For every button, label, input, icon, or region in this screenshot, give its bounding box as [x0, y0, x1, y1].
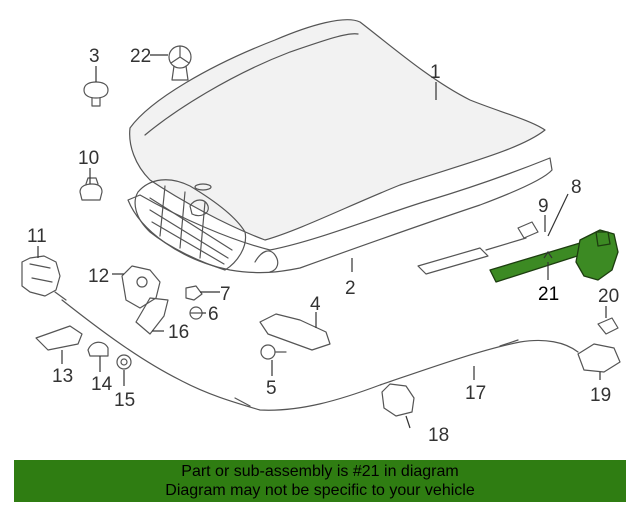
- fastener-6: [189, 306, 203, 320]
- info-banner: Part or sub-assembly is #21 in diagram D…: [14, 460, 626, 502]
- star-emblem: [168, 45, 192, 81]
- callout-9: 9: [538, 196, 549, 217]
- fastener-7: [185, 285, 203, 301]
- callout-14: 14: [91, 374, 113, 395]
- hood-hinge-highlighted: [489, 229, 619, 283]
- latch-bracket: [121, 265, 161, 309]
- grille: [134, 179, 247, 271]
- callout-13: 13: [52, 366, 73, 387]
- gas-strut: [417, 221, 539, 275]
- callout-18: 18: [428, 425, 449, 446]
- callout-22: 22: [130, 46, 151, 67]
- hood-panel: [127, 19, 553, 274]
- bumper-5: [260, 344, 287, 360]
- bracket-plate: [135, 297, 169, 335]
- hood-latch: [21, 255, 67, 301]
- callout-20: 20: [598, 286, 619, 307]
- callout-10: 10: [78, 148, 99, 169]
- lever-13: [35, 325, 83, 351]
- callout-3: 3: [89, 46, 100, 67]
- callout-21: 21: [538, 284, 559, 305]
- callout-5: 5: [266, 378, 277, 399]
- hood-parts-diagram: 1 2 3 4 5 6 7 8 9 10 11 12 13 14 15 16 1…: [21, 19, 621, 446]
- callout-19: 19: [590, 385, 611, 406]
- clip-15: [116, 354, 132, 370]
- callout-11: 11: [27, 226, 47, 247]
- callout-8: 8: [571, 177, 582, 198]
- clip-part: [83, 81, 109, 107]
- callout-1: 1: [430, 62, 441, 83]
- leader-lines: [37, 54, 607, 429]
- banner-line-1: Part or sub-assembly is #21 in diagram: [181, 463, 459, 480]
- bumper-stop: [79, 177, 103, 201]
- clip-20: [597, 317, 619, 335]
- banner-line-2: Diagram may not be specific to your vehi…: [165, 482, 475, 499]
- callout-7: 7: [220, 284, 231, 305]
- callout-15: 15: [114, 390, 135, 411]
- callout-2: 2: [345, 278, 356, 299]
- clip-14: [87, 341, 109, 357]
- callout-4: 4: [310, 294, 321, 315]
- callout-12: 12: [88, 266, 109, 287]
- release-handle: [577, 343, 621, 373]
- pad-4: [259, 313, 331, 351]
- callout-16: 16: [168, 322, 189, 343]
- callout-17: 17: [465, 383, 486, 404]
- release-cable: [61, 299, 579, 411]
- cable-guide: [381, 383, 415, 417]
- callout-6: 6: [208, 304, 219, 325]
- hood-emblem: [194, 183, 212, 191]
